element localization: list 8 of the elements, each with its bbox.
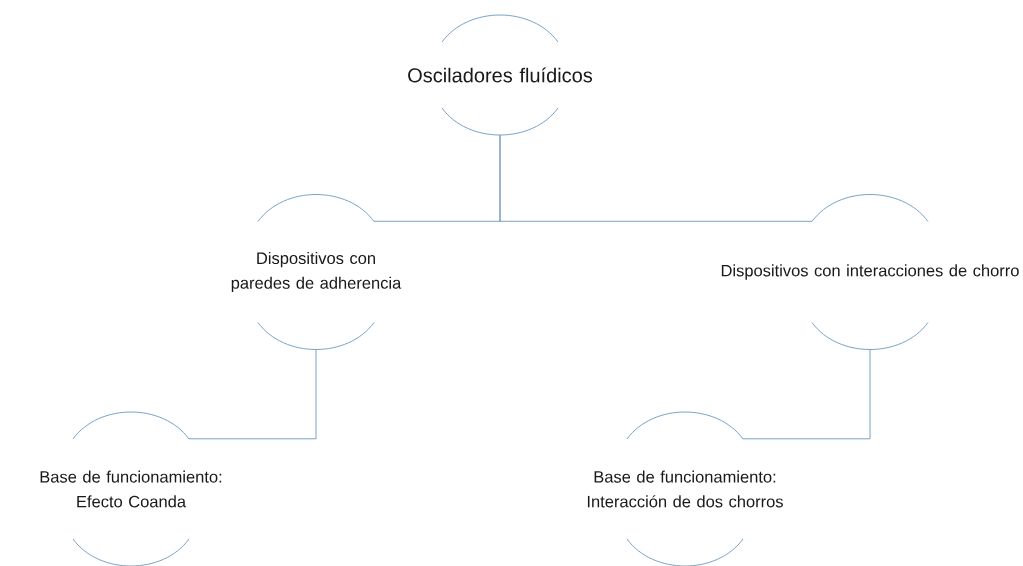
arc-node: Osciladores fluídicos <box>408 14 593 136</box>
arc-node: Dispositivos con interacciones de chorro <box>721 194 1019 350</box>
arc-node: Base de funcionamiento: Efecto Coanda <box>40 411 222 566</box>
connector <box>188 349 317 440</box>
connector <box>499 134 813 222</box>
connector <box>742 349 871 440</box>
arc-node: Dispositivos con paredes de adherencia <box>231 194 402 350</box>
arc-node: Base de funcionamiento: Interacción de dos chorros <box>587 411 783 566</box>
